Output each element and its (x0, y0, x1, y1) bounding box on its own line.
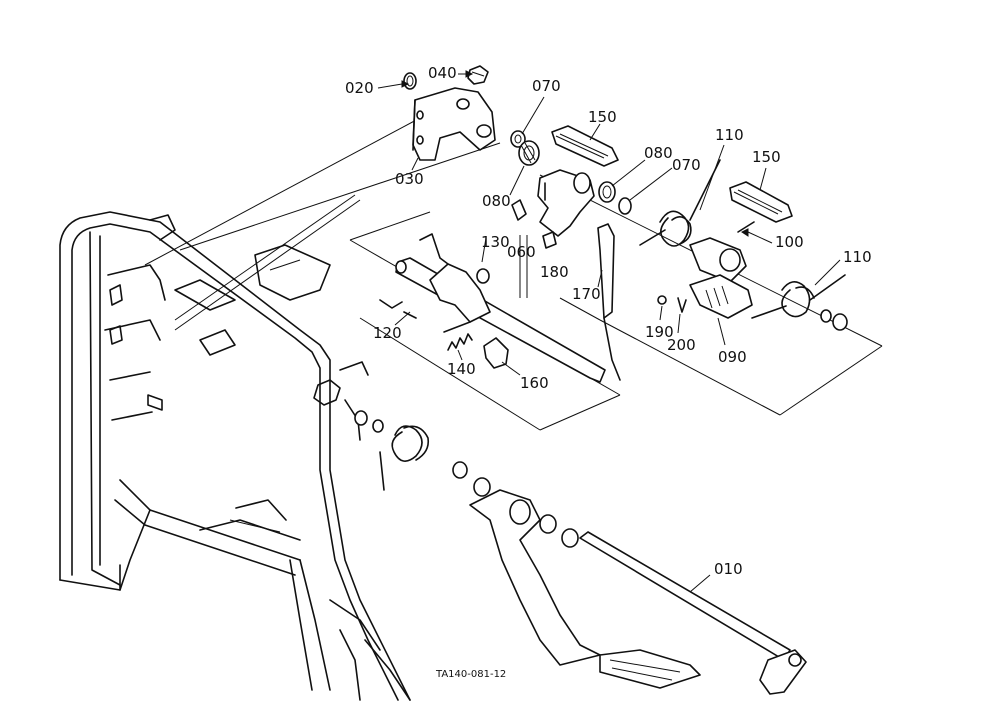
shaft-010 (539, 514, 807, 695)
pedal-pad-150b (729, 181, 793, 223)
label-140: 140 (447, 360, 476, 378)
pedal-arm-upper (537, 169, 595, 237)
pedal-arm-right (689, 237, 753, 319)
label-170: 170 (572, 285, 601, 303)
rod-170 (597, 223, 621, 381)
spring-110a (639, 159, 721, 247)
bushing-070b (618, 197, 632, 215)
pedal-pad-150a (551, 125, 619, 167)
label-080a: 080 (644, 144, 673, 162)
label-100: 100 (775, 233, 804, 251)
label-130: 130 (481, 233, 510, 251)
lever-130 (419, 233, 491, 323)
label-200: 200 (667, 336, 696, 354)
bearing-080b (598, 181, 616, 203)
label-150b: 150 (752, 148, 781, 166)
label-110b: 110 (843, 248, 872, 266)
label-080b: 080 (482, 192, 511, 210)
spring-140 (443, 321, 473, 351)
label-020: 020 (345, 79, 374, 97)
leader-lines (377, 70, 841, 593)
lower-pedal-arm (469, 489, 701, 689)
label-070a: 070 (532, 77, 561, 95)
label-120: 120 (373, 324, 402, 342)
label-110a: 110 (715, 126, 744, 144)
spring-110b (751, 274, 848, 331)
frame-drawing (59, 211, 411, 701)
cover-160 (483, 337, 509, 369)
label-190: 190 (645, 323, 674, 341)
washer-190-pin-200 (657, 295, 687, 313)
circlip-020 (403, 72, 417, 90)
clip-120 (379, 299, 417, 319)
bearing-080a (518, 140, 540, 166)
bushing-070a (510, 130, 526, 148)
grease-nipple-040 (467, 65, 489, 85)
label-070b: 070 (672, 156, 701, 174)
lower-spring (354, 410, 491, 497)
label-150a: 150 (588, 108, 617, 126)
label-040: 040 (428, 64, 457, 82)
label-160: 160 (520, 374, 549, 392)
diagram-code: TA140-081-12 (436, 669, 507, 680)
label-090: 090 (718, 348, 747, 366)
label-180: 180 (540, 263, 569, 281)
pin-100 (737, 221, 755, 233)
bracket-030 (412, 87, 496, 161)
label-010: 010 (714, 560, 743, 578)
label-060: 060 (507, 243, 536, 261)
small-parts-060-180 (511, 199, 557, 249)
label-030: 030 (395, 170, 424, 188)
